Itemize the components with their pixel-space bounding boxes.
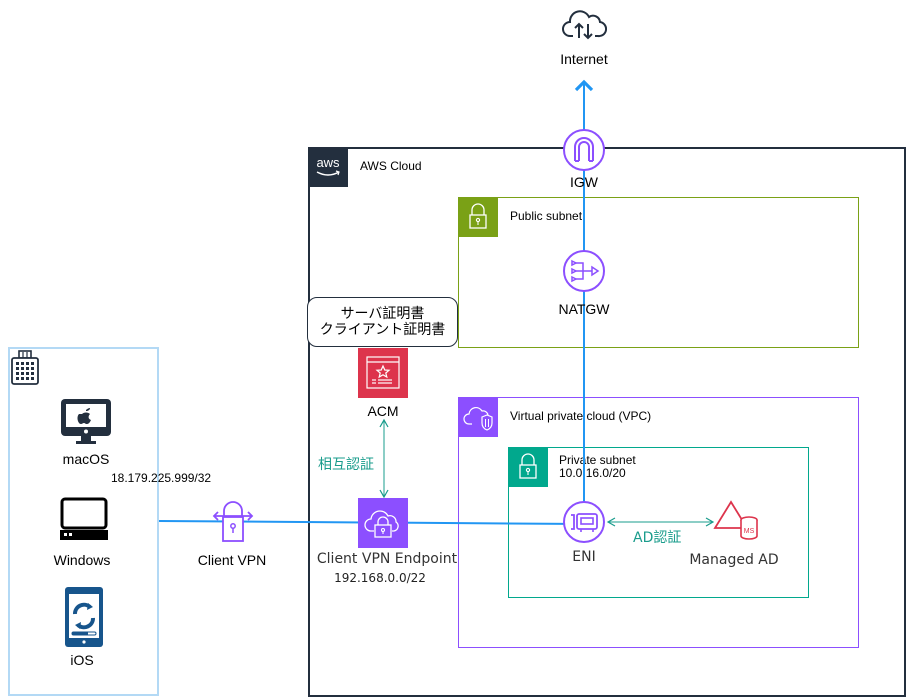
eni-icon[interactable] xyxy=(562,500,606,544)
private-subnet-label: Private subnet xyxy=(559,453,636,467)
corporate-ip-label: 18.179.225.999/32 xyxy=(111,471,212,485)
aws-cloud-group xyxy=(308,147,906,697)
aws-logo-text: aws xyxy=(316,155,340,170)
eni-label: ENI xyxy=(572,549,596,565)
public-subnet-lock-icon xyxy=(458,197,498,237)
windows-label: Windows xyxy=(53,552,111,568)
macos-imac-icon[interactable] xyxy=(60,398,112,446)
managed-ad-icon[interactable]: MS xyxy=(711,498,761,542)
ios-label: iOS xyxy=(70,652,94,668)
ad-auth-label: AD認証 xyxy=(633,530,682,546)
client-vpn-endpoint-cidr: 192.168.0.0/22 xyxy=(334,571,426,585)
client-vpn-endpoint-label: Client VPN Endpoint xyxy=(316,551,458,567)
public-subnet-group xyxy=(458,197,859,348)
private-subnet-cidr: 10.0.16.0/20 xyxy=(559,466,626,480)
private-subnet-lock-icon xyxy=(508,447,548,487)
client-vpn-icon[interactable] xyxy=(211,499,255,543)
managed-ad-label: Managed AD xyxy=(689,552,779,568)
server-certificate-text: サーバ証明書 xyxy=(340,306,425,322)
natgw-label: NATGW xyxy=(558,301,610,317)
macos-label: macOS xyxy=(62,451,110,467)
corporate-building-icon xyxy=(9,348,41,388)
managed-ad-ms-badge: MS xyxy=(744,528,755,535)
igw-label: IGW xyxy=(570,174,598,190)
client-certificate-text: クライアント証明書 xyxy=(319,322,446,338)
internet-label: Internet xyxy=(560,51,608,67)
certificates-callout: サーバ証明書 クライアント証明書 xyxy=(307,297,458,347)
public-subnet-label: Public subnet xyxy=(510,209,583,223)
internet-cloud-icon xyxy=(561,4,607,42)
vpc-cloud-shield-icon xyxy=(458,397,498,437)
client-vpn-endpoint-icon[interactable] xyxy=(358,498,408,548)
aws-cloud-label: AWS Cloud xyxy=(360,159,422,173)
corporate-datacenter-group xyxy=(8,347,159,696)
mutual-auth-label: 相互認証 xyxy=(318,457,374,473)
nat-gateway-icon[interactable] xyxy=(562,249,606,293)
acm-label: ACM xyxy=(367,403,399,419)
client-vpn-label: Client VPN xyxy=(197,552,267,568)
acm-icon[interactable] xyxy=(358,348,408,398)
vpc-label: Virtual private cloud (VPC) xyxy=(510,409,652,423)
ios-tablet-icon[interactable] xyxy=(64,586,104,648)
aws-logo-icon: aws xyxy=(308,147,348,187)
internet-gateway-icon[interactable] xyxy=(562,128,606,172)
windows-desktop-icon[interactable] xyxy=(60,497,108,541)
